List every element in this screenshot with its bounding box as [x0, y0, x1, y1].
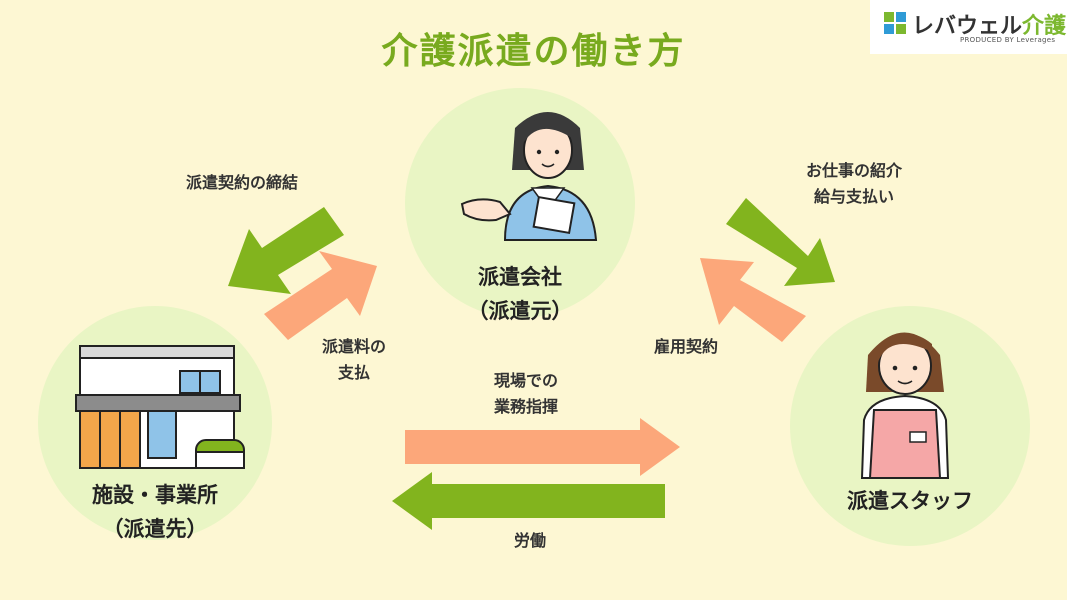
page-title: 介護派遣の働き方	[381, 31, 686, 72]
facility-role: （派遣先）	[102, 517, 208, 541]
agency-label: 派遣会社 （派遣元）	[405, 260, 635, 328]
facility-label: 施設・事業所 （派遣先）	[38, 478, 272, 546]
onsite-direction-label: 現場での 業務指揮	[494, 371, 559, 416]
employment-contract-label: 雇用契約	[654, 337, 719, 356]
dispatch-contract-label: 派遣契約の締結	[186, 173, 299, 192]
agency-person-icon	[460, 112, 598, 241]
fee-arrow-orange	[264, 251, 377, 340]
staff-name: 派遣スタッフ	[847, 489, 973, 513]
dispatch-fee-label: 派遣料の 支払	[322, 337, 387, 382]
labor-arrow-green	[392, 472, 665, 530]
job-intro-label: お仕事の紹介 給与支払い	[806, 161, 903, 206]
logo-subtitle: PRODUCED BY Leverages	[960, 36, 1056, 44]
contract-arrow-green	[228, 207, 344, 294]
staff-person-icon	[860, 332, 950, 479]
labor-label: 労働	[514, 531, 547, 550]
staff-label: 派遣スタッフ	[790, 484, 1030, 518]
agency-name: 派遣会社	[478, 265, 562, 289]
facility-name: 施設・事業所	[92, 483, 218, 507]
facility-building-icon	[75, 345, 245, 469]
direction-arrow-orange	[405, 418, 680, 476]
logo-text: レバウェル介護	[912, 14, 1067, 39]
employment-arrow-orange	[700, 258, 806, 342]
job-intro-arrow-green	[726, 198, 835, 286]
agency-role: （派遣元）	[467, 299, 573, 323]
